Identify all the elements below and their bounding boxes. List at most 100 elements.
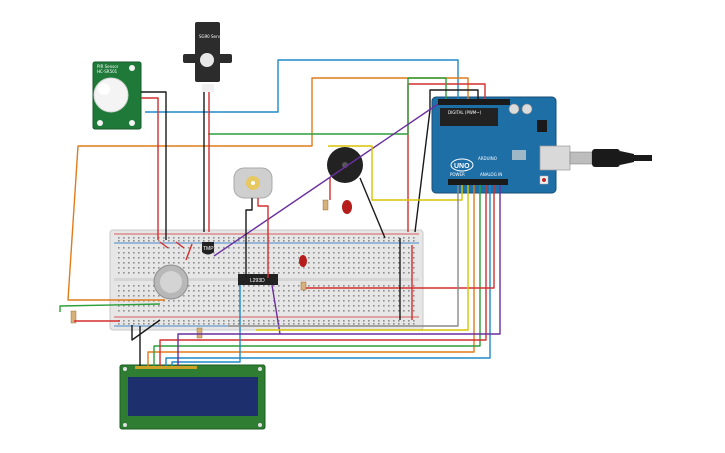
breadboard-hole bbox=[203, 323, 205, 325]
breadboard-hole bbox=[288, 262, 290, 264]
pir-dome bbox=[93, 77, 129, 113]
breadboard-hole bbox=[208, 285, 210, 287]
breadboard-hole bbox=[183, 295, 185, 297]
wire-gray-arduino[interactable] bbox=[228, 185, 459, 327]
breadboard-hole bbox=[233, 240, 235, 242]
breadboard-hole bbox=[398, 285, 400, 287]
breadboard-hole bbox=[183, 305, 185, 307]
breadboard-hole bbox=[248, 240, 250, 242]
led-red-breadboard[interactable] bbox=[299, 255, 307, 267]
breadboard-hole bbox=[373, 237, 375, 239]
wire-green-left[interactable] bbox=[59, 303, 161, 312]
wire-orange[interactable] bbox=[67, 77, 469, 301]
dc-motor[interactable] bbox=[233, 167, 273, 199]
wire-green-servo[interactable] bbox=[208, 77, 447, 135]
breadboard-hole bbox=[188, 320, 190, 322]
breadboard-hole bbox=[378, 295, 380, 297]
wire-jumper-red[interactable] bbox=[159, 241, 169, 249]
wire-buzzer-black[interactable] bbox=[359, 177, 386, 239]
pir-sensor[interactable]: PIR Sensor HC-SR501 bbox=[92, 61, 142, 130]
breadboard-hole bbox=[293, 267, 295, 269]
resistor-led[interactable] bbox=[300, 281, 307, 291]
wire-yellow-buzzer[interactable] bbox=[328, 145, 463, 201]
breadboard-hole bbox=[243, 285, 245, 287]
breadboard-hole bbox=[378, 323, 380, 325]
breadboard-hole bbox=[408, 290, 410, 292]
wire-lcd-orange[interactable] bbox=[147, 185, 475, 366]
breadboard-hole bbox=[288, 272, 290, 274]
breadboard-hole bbox=[188, 257, 190, 259]
breadboard-hole bbox=[273, 272, 275, 274]
wire-pir-red[interactable] bbox=[141, 97, 159, 240]
breadboard-hole bbox=[158, 267, 160, 269]
wire-motor-black[interactable] bbox=[245, 198, 253, 278]
resistor-left[interactable] bbox=[70, 310, 77, 324]
servo-connector bbox=[202, 84, 214, 92]
breadboard-hole bbox=[293, 305, 295, 307]
wire-black-lcd[interactable] bbox=[131, 319, 161, 341]
wire-purple-diagonal[interactable] bbox=[213, 103, 439, 257]
wire-lcd-green[interactable] bbox=[153, 185, 481, 366]
breadboard-hole bbox=[168, 247, 170, 249]
wire-lcd-purple[interactable] bbox=[177, 185, 501, 366]
wire-ic-blue[interactable] bbox=[171, 285, 241, 366]
breadboard-hole bbox=[288, 285, 290, 287]
resistor-near-buzzer[interactable] bbox=[322, 199, 329, 211]
breadboard-hole bbox=[378, 300, 380, 302]
breadboard-hole bbox=[258, 252, 260, 254]
transistor[interactable]: TMP bbox=[202, 242, 214, 255]
usb-cable[interactable] bbox=[569, 149, 652, 167]
breadboard-hole bbox=[308, 310, 310, 312]
breadboard-hole bbox=[243, 310, 245, 312]
wire-jumper-red[interactable] bbox=[175, 241, 185, 249]
breadboard-hole bbox=[358, 295, 360, 297]
breadboard-hole bbox=[138, 267, 140, 269]
breadboard-hole bbox=[413, 285, 415, 287]
breadboard-hole bbox=[238, 320, 240, 322]
wire-jumper-red[interactable] bbox=[185, 243, 193, 261]
breadboard-hole bbox=[333, 300, 335, 302]
wire-motor-red[interactable] bbox=[257, 198, 269, 278]
breadboard-hole bbox=[228, 323, 230, 325]
wire-pir-black[interactable] bbox=[141, 91, 167, 240]
breadboard-hole bbox=[298, 310, 300, 312]
arduino-uno[interactable]: UNO ARDUINO DIGITAL (PWM~) POWER ANALOG … bbox=[431, 96, 571, 194]
digital-header[interactable] bbox=[438, 99, 510, 105]
breadboard-hole bbox=[203, 267, 205, 269]
ic-chip[interactable]: L293D bbox=[238, 274, 278, 285]
wire-yellow-arduino[interactable] bbox=[256, 185, 469, 331]
breadboard-hole bbox=[333, 290, 335, 292]
wire-black-top[interactable] bbox=[414, 89, 479, 233]
wire-blue-pir[interactable] bbox=[145, 59, 459, 113]
breadboard-hole bbox=[398, 240, 400, 242]
servo-motor[interactable]: SG90 Servo bbox=[183, 22, 232, 92]
power-analog-header[interactable] bbox=[448, 179, 508, 185]
wire-lcd-red[interactable] bbox=[159, 185, 487, 366]
breadboard-hole bbox=[248, 257, 250, 259]
usb-port[interactable] bbox=[539, 145, 571, 171]
wire-lcd-blue[interactable] bbox=[165, 185, 491, 366]
breadboard-hole bbox=[218, 240, 220, 242]
gas-sensor[interactable] bbox=[153, 264, 189, 300]
breadboard-hole bbox=[278, 257, 280, 259]
breadboard-hole bbox=[328, 252, 330, 254]
resistor-breadboard[interactable] bbox=[196, 327, 203, 339]
piezo-buzzer[interactable] bbox=[327, 147, 363, 183]
breadboard-hole bbox=[263, 290, 265, 292]
breadboard-hole bbox=[263, 305, 265, 307]
uno-logo-ring bbox=[450, 158, 474, 172]
breadboard-hole bbox=[328, 272, 330, 274]
breadboard-hole bbox=[148, 257, 150, 259]
breadboard-hole bbox=[378, 320, 380, 322]
breadboard-hole bbox=[233, 300, 235, 302]
breadboard-hole bbox=[128, 300, 130, 302]
breadboard-hole bbox=[213, 295, 215, 297]
breadboard-hole bbox=[168, 262, 170, 264]
wire-led-red[interactable] bbox=[306, 185, 495, 289]
led-red-buzzer[interactable] bbox=[342, 200, 352, 214]
lcd-display[interactable] bbox=[119, 364, 266, 430]
breadboard-hole bbox=[383, 305, 385, 307]
breadboard-hole bbox=[213, 252, 215, 254]
breadboard-hole bbox=[248, 290, 250, 292]
breadboard-hole bbox=[118, 237, 120, 239]
